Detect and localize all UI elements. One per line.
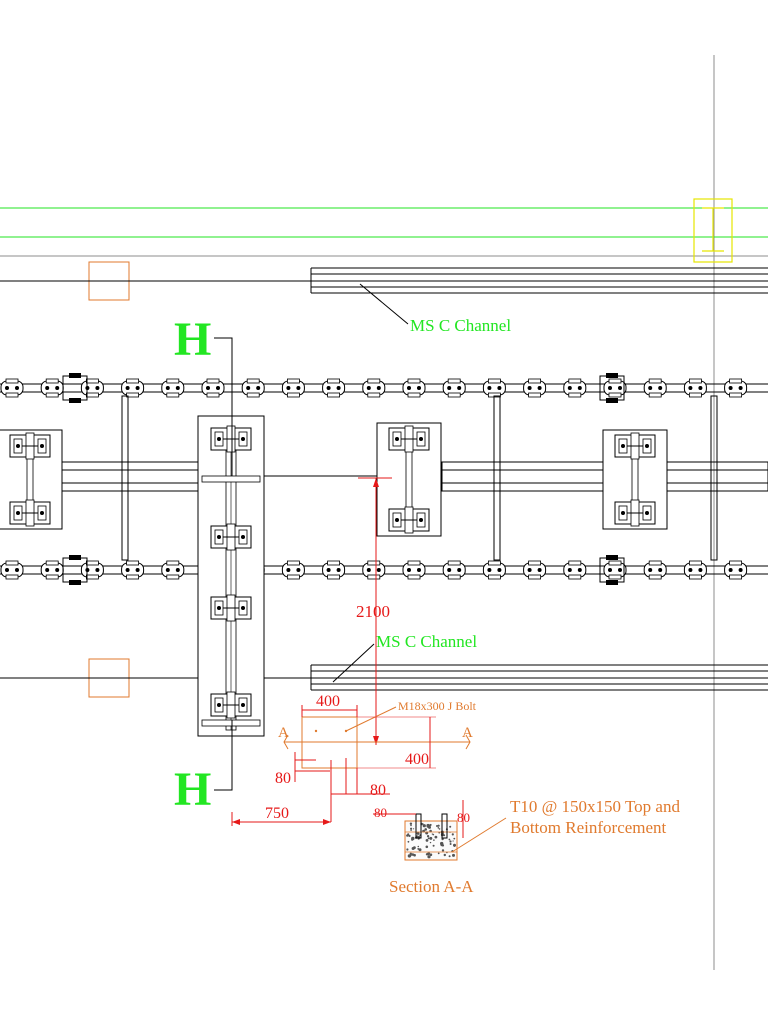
anchor-bolt-group (388, 425, 430, 453)
chain-link (482, 560, 506, 580)
chain-link (683, 378, 707, 398)
chain-bracket (599, 373, 625, 403)
label-ms-c-channel-bottom: MS C Channel (332, 632, 477, 683)
section-a-a: 80 80 T10 @ 150x150 Top and Bottom Reinf… (373, 797, 680, 896)
svg-text:Section A-A: Section A-A (389, 877, 474, 896)
svg-text:80: 80 (370, 782, 386, 799)
anchor-bolt-group (9, 432, 51, 460)
support-plate (602, 429, 668, 530)
chain-link (523, 560, 547, 580)
chain-link (563, 378, 587, 398)
c-channel-top (0, 267, 768, 294)
chain-link (402, 560, 426, 580)
chain-row-top (0, 373, 768, 403)
section-marker-bottom: H (174, 720, 233, 816)
chain-link (241, 378, 265, 398)
chain-link (442, 378, 466, 398)
chain-bracket (62, 373, 88, 403)
chain-link (161, 378, 185, 398)
chain-link (683, 560, 707, 580)
chain-link (322, 378, 346, 398)
svg-text:80: 80 (374, 805, 387, 820)
chain-link (643, 560, 667, 580)
anchor-bolt-group (210, 523, 252, 551)
anchor-bolt-group (388, 506, 430, 534)
section-marker-top: H (174, 313, 233, 476)
chain-link (724, 560, 748, 580)
svg-text:H: H (174, 313, 211, 366)
svg-text:2100: 2100 (356, 602, 390, 621)
chain-link (603, 378, 627, 398)
footing-plan: A A 400 M18x300 J Bolt 400 80 80 (231, 693, 477, 826)
chain-link (724, 378, 748, 398)
chain-link (121, 560, 145, 580)
svg-text:80: 80 (275, 770, 291, 787)
support-plates (0, 415, 668, 737)
c-channel-bottom (0, 664, 768, 691)
chain-link (40, 378, 64, 398)
svg-text:Bottom Reinforcement: Bottom Reinforcement (510, 818, 667, 837)
chain-link (643, 378, 667, 398)
chain-link (442, 560, 466, 580)
chain-link (603, 560, 627, 580)
support-plate (0, 429, 63, 530)
chain-link (161, 560, 185, 580)
chain-link (80, 560, 104, 580)
dimension-2100: 2100 (356, 477, 392, 745)
label-ms-c-channel-top: MS C Channel (359, 283, 511, 335)
anchor-bolt-group (9, 499, 51, 527)
chain-link (322, 560, 346, 580)
svg-text:H: H (174, 763, 211, 816)
svg-text:400: 400 (316, 693, 340, 710)
chain-link (362, 378, 386, 398)
svg-text:M18x300 J Bolt: M18x300 J Bolt (398, 699, 477, 713)
yellow-column-symbol (693, 198, 733, 263)
chain-link (40, 560, 64, 580)
chain-link (563, 560, 587, 580)
chain-link (201, 378, 225, 398)
chain-link (523, 378, 547, 398)
chain-link (80, 378, 104, 398)
chain-link (0, 560, 24, 580)
svg-text:750: 750 (265, 805, 289, 822)
support-plate (376, 422, 442, 537)
chain-link (402, 378, 426, 398)
chain-bracket (599, 555, 625, 585)
svg-text:T10 @ 150x150 Top and: T10 @ 150x150 Top and (510, 797, 680, 816)
anchor-bolt-group (210, 594, 252, 622)
chain-row-bottom (0, 555, 768, 585)
green-rail-lines (0, 207, 768, 238)
vertical-posts (121, 395, 718, 561)
svg-text:MS C Channel: MS C Channel (410, 316, 511, 335)
svg-text:MS C Channel: MS C Channel (376, 632, 477, 651)
svg-text:A: A (462, 725, 473, 741)
chain-link (281, 560, 305, 580)
anchor-bolt-group (614, 432, 656, 460)
anchor-bolt-group (614, 499, 656, 527)
chain-link (121, 378, 145, 398)
chain-bracket (62, 555, 88, 585)
svg-text:400: 400 (405, 751, 429, 768)
chain-link (482, 378, 506, 398)
chain-link (362, 560, 386, 580)
anchor-bolt-group (210, 425, 252, 453)
svg-text:A: A (278, 725, 289, 741)
chain-link (281, 378, 305, 398)
support-plate-tall (197, 415, 265, 737)
svg-text:80: 80 (457, 810, 470, 825)
anchor-bolt-group (210, 691, 252, 719)
chain-link (0, 378, 24, 398)
